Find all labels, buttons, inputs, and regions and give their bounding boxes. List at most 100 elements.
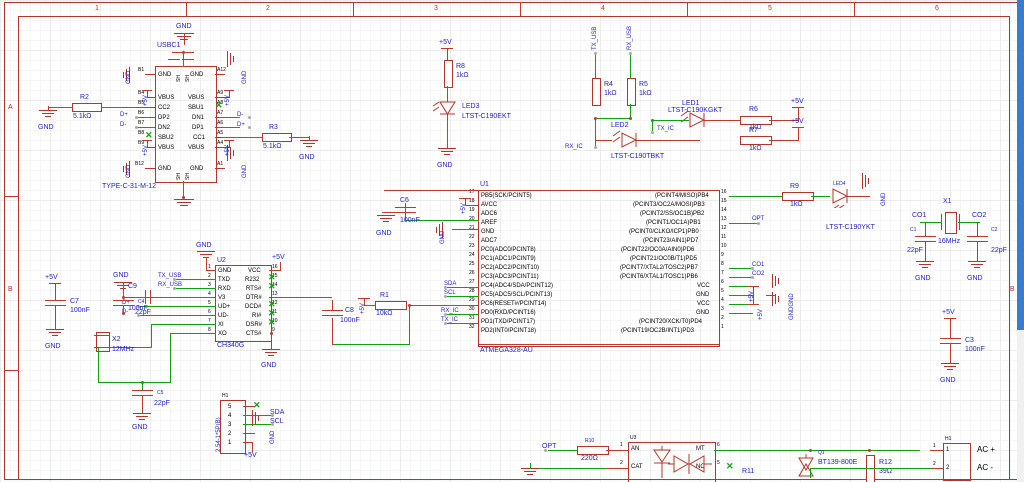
r12-ref-label: R12 xyxy=(879,459,892,466)
mcu-pinnum-24: 24 xyxy=(469,252,475,258)
crystal-x1-body[interactable] xyxy=(945,212,957,234)
mcu-pin-18: AVCC xyxy=(481,202,498,208)
usbc-pin-name-a6: DP1 xyxy=(192,125,204,131)
usbc-pin-stub-a9 xyxy=(215,97,229,98)
r9-value-label: 1kΩ xyxy=(790,201,803,208)
opto-body[interactable] xyxy=(628,442,716,482)
usbc-pin-num-b12: B12 xyxy=(135,161,144,167)
wire-dn2-net xyxy=(138,127,155,128)
wire-rxic-stem xyxy=(595,118,596,146)
v5-stem-c3 xyxy=(950,318,951,338)
mcu-pin-29: PC6(RESET#/PCINT14) xyxy=(481,301,547,307)
led3-symbol[interactable] xyxy=(432,100,464,122)
netport-dp2[interactable] xyxy=(135,116,138,119)
led1-ref-label: LED1 xyxy=(682,100,700,107)
frame-tick-top-3 xyxy=(520,2,521,16)
dp-label-ch340: D+ xyxy=(122,300,130,306)
netport-rx-usb[interactable] xyxy=(629,52,632,55)
usbc-shell-cap xyxy=(168,59,180,60)
netport-dn-ch340[interactable] xyxy=(137,314,140,317)
netport-scl-mcu[interactable] xyxy=(444,295,447,298)
ac-connector-body[interactable] xyxy=(943,443,971,481)
usbc-pin-num-a1: A1 xyxy=(217,161,224,167)
r8-value-label: 1kΩ xyxy=(456,72,469,79)
netport-rxusb-ch340[interactable] xyxy=(173,287,176,290)
resistor-r10-body[interactable] xyxy=(577,446,609,455)
netport-txusb-ch340[interactable] xyxy=(173,278,176,281)
usbc-pin-name-a5: CC1 xyxy=(193,135,206,141)
ac-plus-label: AC + xyxy=(977,445,996,454)
usbc-pin-name-b9: VBUS xyxy=(158,145,175,151)
noconnect-sbu2-icon: ✕ xyxy=(145,130,153,140)
gnd-label-r2: GND xyxy=(38,124,54,131)
resistor-r2-body[interactable] xyxy=(72,103,102,112)
resistor-r4-body[interactable] xyxy=(592,78,601,106)
led1-symbol[interactable] xyxy=(678,110,712,130)
wire-c1-top xyxy=(925,222,926,236)
mcu-pin-22: ADC7 xyxy=(481,238,498,244)
q1-triac-symbol[interactable] xyxy=(796,454,826,482)
x1-ref-label: X1 xyxy=(943,198,952,205)
v5-label-ch340: +5V xyxy=(272,254,285,261)
netport-scl-header[interactable] xyxy=(271,423,274,426)
netport-dn1[interactable] xyxy=(248,116,251,119)
resistor-r1-body[interactable] xyxy=(375,301,407,310)
frame-tick-top-4 xyxy=(687,2,688,16)
mcu-pin-20: AREF xyxy=(481,220,498,226)
header-pin-2: 2 xyxy=(228,431,232,437)
netport-sda-header[interactable] xyxy=(271,414,274,417)
v5-label-b4: +5V xyxy=(143,95,149,106)
r4-ref-label: R4 xyxy=(604,81,613,88)
mcu-pinnum-6: 6 xyxy=(721,279,724,285)
netport-rxic-mcu[interactable] xyxy=(444,313,447,316)
usbc-pin-num-a5: A5 xyxy=(217,130,224,136)
netport-dp-ch340[interactable] xyxy=(137,305,140,308)
ch340-body[interactable] xyxy=(215,265,272,342)
gnd-label-b12: GND xyxy=(126,164,132,178)
v5-stem-r1 xyxy=(364,298,365,306)
mcu-pinnum-29: 29 xyxy=(469,297,475,303)
netport-co1-mcu[interactable] xyxy=(751,267,754,270)
wire-r1-v5 xyxy=(364,305,376,306)
netport-co2-mcu[interactable] xyxy=(751,276,754,279)
r5-value-label: 1kΩ xyxy=(639,90,652,97)
netport-rx-ic-led[interactable] xyxy=(594,146,597,149)
resistor-r9-body[interactable] xyxy=(782,192,814,201)
mcu-value: ATMEGA328-AU xyxy=(480,347,533,354)
usbc-connector-body[interactable] xyxy=(155,66,217,183)
netport-dn2[interactable] xyxy=(135,126,138,129)
c1-ref-label: C1 xyxy=(910,227,917,233)
usbc-pin-num-a7: A7 xyxy=(217,110,224,116)
resistor-r5-body[interactable] xyxy=(627,78,636,106)
wire-opt-mcu xyxy=(729,223,759,224)
netport-dp1[interactable] xyxy=(248,126,251,129)
led4-symbol[interactable] xyxy=(823,186,857,208)
resistor-r7-body[interactable] xyxy=(740,136,772,145)
netport-tx-usb[interactable] xyxy=(594,52,597,55)
mcu-pin-32: PD2(INT0/PCINT18) xyxy=(481,328,537,334)
netport-txic-mcu[interactable] xyxy=(444,322,447,325)
header-body[interactable] xyxy=(220,400,246,454)
resistor-r3-body[interactable] xyxy=(262,133,292,142)
ch340-pinnum-15: 15 xyxy=(272,273,278,279)
c9-plate-right xyxy=(150,290,151,304)
wire-ch340-udp xyxy=(140,306,216,307)
resistor-r8-body[interactable] xyxy=(444,60,453,88)
c8-plate-bottom xyxy=(322,315,343,316)
mcu-pinnum-27: 27 xyxy=(469,279,475,285)
usbc-pin-stub-b4 xyxy=(147,97,155,98)
netport-opt-bottom[interactable] xyxy=(544,449,547,452)
junction-q1 xyxy=(809,449,812,452)
vertical-scrollbar-thumb[interactable] xyxy=(1017,0,1024,330)
crystal-x2-body[interactable] xyxy=(96,332,110,352)
ch340-pinnum-16: 16 xyxy=(272,264,278,270)
netport-opt-mcu[interactable] xyxy=(757,222,760,225)
usbc-pin-stub-a12 xyxy=(215,74,225,75)
netport-sda-mcu[interactable] xyxy=(444,286,447,289)
mcu-pinnum-1: 1 xyxy=(721,324,724,330)
noconnect-r232-icon: ✕ xyxy=(268,272,276,282)
wire-r2-gnd xyxy=(48,107,73,108)
netport-tx-ic-led[interactable] xyxy=(651,131,654,134)
ch340-vcc-stem xyxy=(280,262,281,271)
